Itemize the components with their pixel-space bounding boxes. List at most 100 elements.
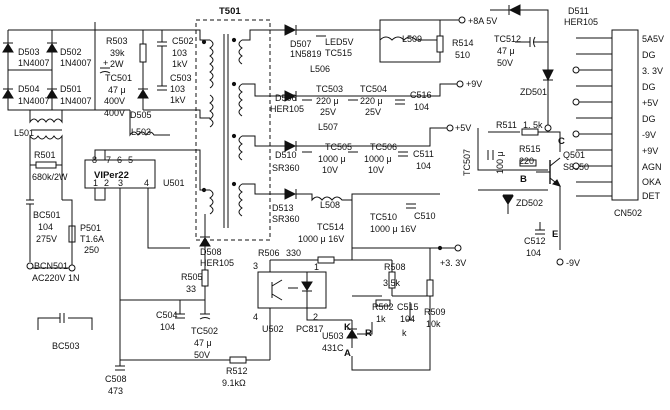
tc515-label: TC515 <box>325 48 352 58</box>
d508-part: HER105 <box>200 258 234 268</box>
r515-val: 220 <box>519 156 534 166</box>
r501-ref: R501 <box>34 150 56 160</box>
r502-val: 1k <box>376 314 386 324</box>
tc501-plus: + <box>103 58 108 68</box>
d504-part: 1N4007 <box>18 96 50 106</box>
transformer-t501: T501 <box>195 6 271 241</box>
u502-pin1: 1 <box>314 262 319 272</box>
u501-ref: U501 <box>163 178 185 188</box>
c503-val: 103 <box>170 84 185 94</box>
r509-ref: R509 <box>424 307 446 317</box>
mains-label: AC220V 1N <box>32 273 80 283</box>
r511-ref: R511 <box>496 120 517 130</box>
r508-ref: R508 <box>384 262 406 272</box>
r512-ref: R512 <box>226 366 248 376</box>
u502-part: PC817 <box>296 324 324 334</box>
tc510-val: 1000 μ 16V <box>370 224 416 234</box>
p501-rating: T1.6A <box>80 234 104 244</box>
tc501-volt-a: 400V <box>104 96 125 106</box>
p501-ref: P501 <box>80 223 101 233</box>
cn502-pin-10: OKA <box>642 177 661 187</box>
tc506-val: 1000 μ <box>364 154 392 164</box>
plus9v-label: +9V <box>466 79 482 89</box>
u501-pin7: 7 <box>106 155 111 165</box>
bridge-rectifier: D503 1N4007 D502 1N4007 D504 1N4007 D501… <box>2 29 96 111</box>
d501-ref: D501 <box>60 84 82 94</box>
l501-label: L501 <box>14 128 34 138</box>
cn502-pin-9: AGN <box>642 162 662 172</box>
r512-val: 9.1kΩ <box>222 378 246 388</box>
tc501-val: 47 μ <box>108 85 126 95</box>
c504-val: 104 <box>160 322 175 332</box>
d507-ref: D507 <box>290 39 312 49</box>
cn502-pin-11: DET <box>642 191 661 201</box>
zd501-label: ZD501 <box>520 87 547 97</box>
bc501-volt: 275V <box>36 234 57 244</box>
u501-pin5: 5 <box>128 155 133 165</box>
tc503-ref: TC503 <box>316 84 343 94</box>
plus8a5v-label: +8A 5V <box>468 16 497 26</box>
zd502-label: ZD502 <box>516 198 543 208</box>
d510-ref: D510 <box>275 150 297 160</box>
u503-a-pin: A <box>344 348 351 359</box>
r501-val: 680k/2W <box>32 172 68 182</box>
l503-label: L503 <box>131 127 151 137</box>
u501-part: VIPer22 <box>94 170 129 181</box>
d510-part: SR360 <box>272 163 300 173</box>
c511-val: 104 <box>416 161 431 171</box>
r502-ref: R502 <box>372 302 394 312</box>
r514-ref: R514 <box>452 38 474 48</box>
tc503-volt: 25V <box>320 107 336 117</box>
u502-pin2: 2 <box>313 312 318 322</box>
u502-pin4: 4 <box>253 312 258 322</box>
plus5v-label: +5V <box>455 123 471 133</box>
tc505-volt: 10V <box>322 165 338 175</box>
input-filter: L501 R501 680k/2W BC501 104 275V P501 T1… <box>14 110 104 351</box>
l506-label: L506 <box>310 64 330 74</box>
c512-ref: C512 <box>524 236 546 246</box>
d506-ref: D506 <box>275 93 297 103</box>
u501-pin2: 2 <box>104 178 109 188</box>
bc501-ref: BC501 <box>33 210 61 220</box>
bc503-label: BC503 <box>52 341 80 351</box>
tc514-val: 1000 μ 16V <box>298 234 344 244</box>
d503-part: 1N4007 <box>18 58 50 68</box>
connector-cn502: 5A5V DG 3. 3V DG +5V DG -9V +9V AGN OKA … <box>572 29 664 218</box>
d502-ref: D502 <box>60 47 82 57</box>
d511-part: HER105 <box>564 17 598 27</box>
led5v-label: LED5V <box>325 37 354 47</box>
tc503-val: 220 μ <box>316 96 339 106</box>
secondary-led5v: D507 1N5819 LED5V TC515 L506 +8A 5V L509… <box>242 4 598 125</box>
u503-k-pin: K <box>344 322 351 333</box>
u503-ref: U503 <box>322 331 344 341</box>
r509-val: 10k <box>426 319 441 329</box>
cn502-pin-2: DG <box>642 50 656 60</box>
q501-c-pin: C <box>558 136 565 147</box>
u502-ref: U502 <box>262 324 284 334</box>
c503-ref: C503 <box>170 73 192 83</box>
c508-ref: C508 <box>105 374 127 384</box>
u501-pin1: 1 <box>93 178 98 188</box>
d513-ref: D513 <box>272 203 294 213</box>
c502-val: 103 <box>172 48 187 58</box>
r506-val: 330 <box>286 248 301 258</box>
c502-volt: 1kV <box>172 59 188 69</box>
u503-r-pin: R <box>365 328 372 339</box>
r515-ref: R515 <box>519 144 541 154</box>
d502-part: 1N4007 <box>60 58 92 68</box>
transformer-label: T501 <box>219 6 241 17</box>
tc505-ref: TC505 <box>325 142 352 152</box>
tc510-label: TC510 <box>370 212 397 222</box>
c512-val: 104 <box>526 248 541 258</box>
c503-volt: 1kV <box>170 95 186 105</box>
tc501-volt-b: 400V <box>104 108 125 118</box>
c515-ref: C515 <box>397 302 419 312</box>
r503-watt: 2W <box>110 59 124 69</box>
d506-part: HER105 <box>270 104 304 114</box>
tc504-val: 220 μ <box>360 96 383 106</box>
cn502-ref: CN502 <box>614 208 642 218</box>
tc514-label: TC514 <box>317 222 344 232</box>
r503-val: 39k <box>110 48 125 58</box>
tc502-volt: 50V <box>194 350 210 360</box>
